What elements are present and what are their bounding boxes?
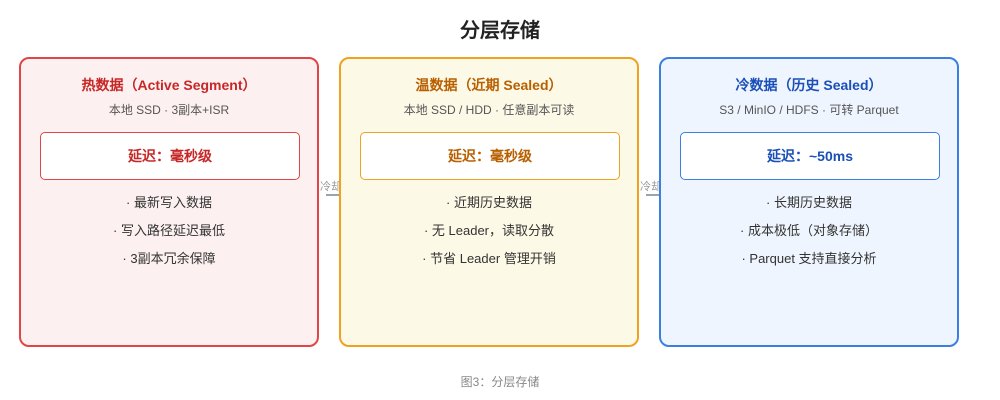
hot-data-title: 热数据（Active Segment） — [81, 77, 257, 93]
hot-data-feature: · 写入路径延迟最低 — [113, 223, 225, 238]
cold-data-feature: · 成本极低（对象存储） — [740, 223, 878, 238]
warm-data-feature: · 近期历史数据 — [446, 195, 532, 210]
cold-data-latency: 延迟：~50ms — [680, 132, 940, 180]
hot-data-feature: · 最新写入数据 — [126, 195, 212, 210]
cold-data-feature-list: · 长期历史数据 · 成本极低（对象存储） · Parquet 支持直接分析 — [661, 194, 957, 278]
warm-data-feature: · 无 Leader，读取分散 — [423, 223, 555, 238]
hot-data-feature-list: · 最新写入数据 · 写入路径延迟最低 · 3副本冗余保障 — [21, 194, 317, 278]
hot-data-subtitle: 本地 SSD · 3副本+ISR — [108, 103, 230, 117]
warm-data-subtitle: 本地 SSD / HDD · 任意副本可读 — [403, 103, 575, 117]
hot-data-panel: 热数据（Active Segment） 本地 SSD · 3副本+ISR 延迟：… — [19, 57, 319, 347]
cold-data-feature: · Parquet 支持直接分析 — [741, 251, 877, 266]
warm-data-title: 温数据（近期 Sealed） — [415, 77, 563, 93]
diagram-title: 分层存储 — [460, 20, 540, 42]
cold-data-panel: 冷数据（历史 Sealed） S3 / MinIO / HDFS · 可转 Pa… — [659, 57, 959, 347]
cold-data-feature: · 长期历史数据 — [766, 195, 852, 210]
warm-data-feature-list: · 近期历史数据 · 无 Leader，读取分散 · 节省 Leader 管理开… — [341, 194, 637, 278]
warm-data-panel: 温数据（近期 Sealed） 本地 SSD / HDD · 任意副本可读 延迟：… — [339, 57, 639, 347]
warm-data-latency: 延迟：毫秒级 — [360, 132, 620, 180]
warm-data-feature: · 节省 Leader 管理开销 — [422, 251, 556, 266]
figure-caption: 图3：分层存储 — [460, 375, 540, 389]
cold-data-title: 冷数据（历史 Sealed） — [735, 77, 883, 93]
hot-data-feature: · 3副本冗余保障 — [122, 251, 216, 266]
hot-data-latency: 延迟：毫秒级 — [40, 132, 300, 180]
cold-data-subtitle: S3 / MinIO / HDFS · 可转 Parquet — [719, 103, 899, 117]
